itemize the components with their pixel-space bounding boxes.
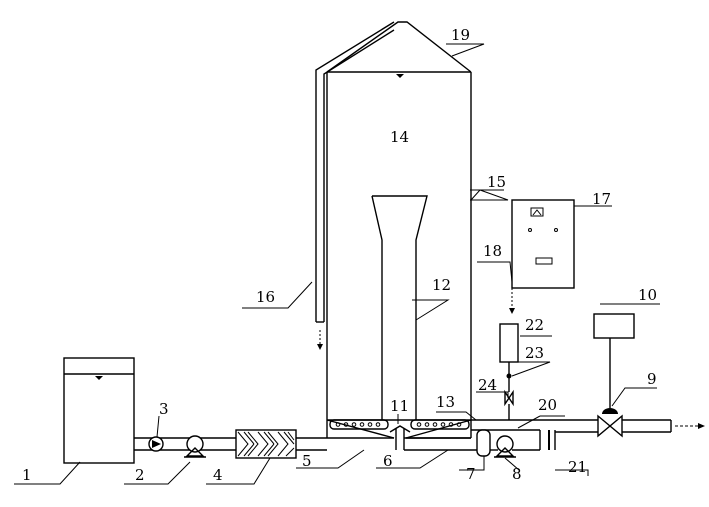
label-2: 2 (135, 466, 145, 484)
main-inlet-pipe (134, 437, 327, 451)
label-11: 11 (390, 397, 409, 415)
overflow-pipe (315, 21, 395, 350)
label-18: 18 (483, 242, 502, 260)
pre-filter (235, 429, 297, 459)
control-cabinet (511, 199, 575, 289)
outlet-branch (548, 430, 556, 450)
label-1: 1 (22, 466, 32, 484)
label-9: 9 (647, 370, 657, 388)
label-5: 5 (302, 452, 312, 470)
recirculation-pump (494, 435, 516, 458)
label-16: 16 (256, 288, 275, 306)
feed-pump (184, 435, 206, 458)
distributor-right (410, 419, 470, 430)
label-8: 8 (512, 465, 522, 483)
valve-controller (593, 313, 635, 339)
sampling-point (506, 362, 512, 392)
label-20: 20 (538, 396, 557, 414)
label-22: 22 (525, 316, 544, 334)
buffer-vessel (476, 429, 491, 457)
label-10: 10 (638, 286, 657, 304)
label-17: 17 (592, 190, 611, 208)
label-23: 23 (525, 344, 544, 362)
sampling-valve (504, 389, 514, 420)
label-3: 3 (159, 400, 169, 418)
leader-lines (14, 43, 660, 485)
inlet-meter (148, 436, 164, 452)
label-12: 12 (432, 276, 451, 294)
sensor (499, 323, 519, 363)
reactor-roof (326, 21, 472, 73)
distributor-left (329, 419, 389, 430)
label-13: 13 (436, 393, 455, 411)
label-15: 15 (487, 173, 506, 191)
label-24: 24 (478, 376, 497, 394)
label-4: 4 (213, 466, 223, 484)
signal-line (509, 220, 515, 314)
label-14: 14 (390, 128, 409, 146)
control-valve (597, 338, 623, 438)
label-21: 21 (568, 458, 587, 476)
reactor-column (326, 71, 472, 439)
label-6: 6 (383, 452, 393, 470)
feed-tank (63, 357, 135, 464)
inlet-nozzle (389, 425, 411, 450)
label-19: 19 (451, 26, 470, 44)
draft-tube (371, 195, 428, 420)
label-7: 7 (466, 465, 476, 483)
